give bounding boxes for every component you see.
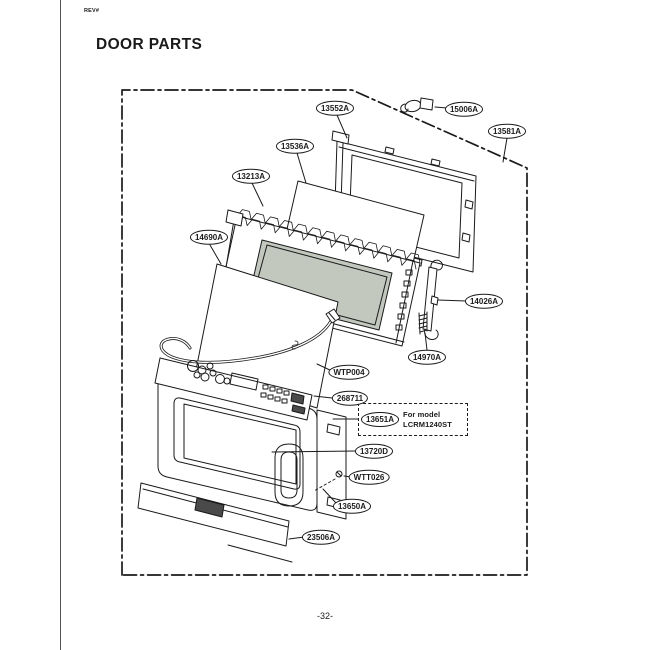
bottom-trim-part xyxy=(137,482,293,563)
diagram-border xyxy=(121,89,528,576)
front-glass-panel-part xyxy=(195,263,339,409)
page-number: -32- xyxy=(316,611,333,621)
spring-part xyxy=(418,311,428,335)
choke-zigzag-1 xyxy=(236,209,421,264)
model-note-text: For model LCRM1240ST xyxy=(403,410,452,429)
part-label-13651A: 13651A xyxy=(361,412,400,427)
model-note-box: 13651A For model LCRM1240ST xyxy=(358,403,468,436)
screw-part xyxy=(313,470,343,492)
wire-harness-part xyxy=(159,308,341,364)
scan-edge-line xyxy=(60,0,61,650)
choke-zigzag-2 xyxy=(232,215,417,270)
leader-lines xyxy=(209,106,508,540)
model-note-line1: For model xyxy=(403,410,441,420)
rev-text: REV# xyxy=(84,8,100,14)
control-panel-part xyxy=(154,357,313,421)
model-note-line2: LCRM1240ST xyxy=(403,419,452,429)
page-title: DOOR PARTS xyxy=(96,36,203,53)
latch-hook-part xyxy=(400,97,434,113)
